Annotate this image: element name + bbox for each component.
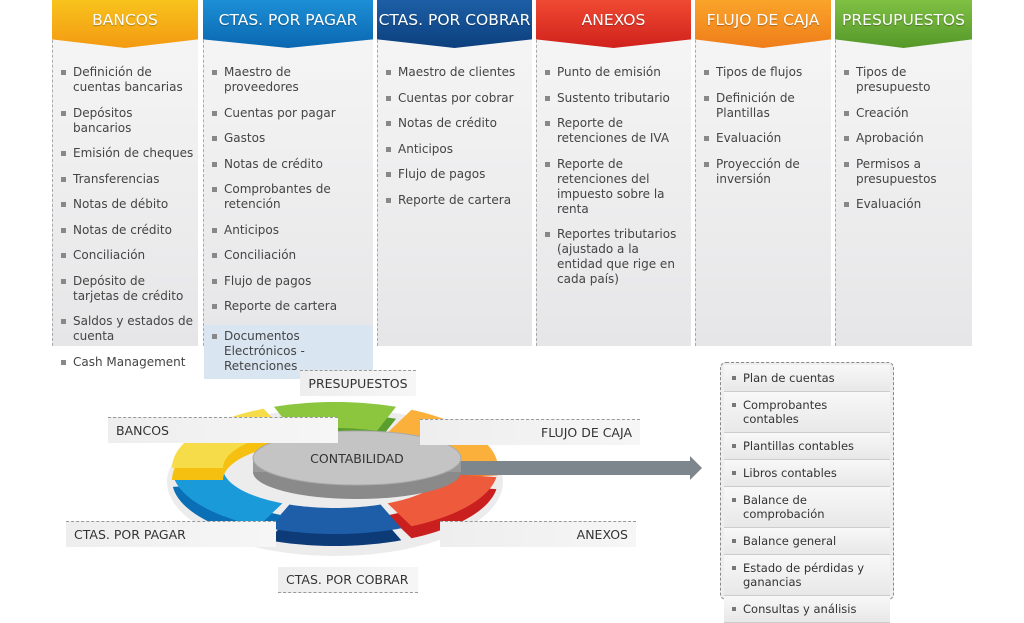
list-item: Flujo de pagos (384, 167, 528, 182)
contabilidad-item: Balance de comprobación (724, 487, 890, 528)
list-item: Aprobación (842, 131, 968, 146)
list-item: Depósito de tarjetas de crédito (59, 274, 194, 304)
center-label: CONTABILIDAD (310, 451, 404, 466)
list-item: Tipos de presupuesto (842, 65, 968, 95)
label-flujo-de-caja: FLUJO DE CAJA (420, 419, 640, 445)
label-bancos: BANCOS (108, 417, 338, 443)
segment-ctas-por-pagar (172, 472, 283, 527)
list-item: Cuentas por cobrar (384, 91, 528, 106)
list-item: Permisos a presupuestos (842, 157, 968, 187)
column-header: CTAS. POR PAGAR (203, 0, 373, 48)
list-item: Punto de emisión (543, 65, 687, 80)
contabilidad-item: Plan de cuentas (724, 365, 890, 392)
column-header: CTAS. POR COBRAR (377, 0, 532, 48)
list-item: Sustento tributario (543, 91, 687, 106)
list-item: Maestro de clientes (384, 65, 528, 80)
column-header: BANCOS (52, 0, 198, 48)
arrow-icon (440, 456, 702, 480)
contabilidad-item: Estado de pérdidas y ganancias (724, 555, 890, 596)
column-header: PRESUPUESTOS (835, 0, 972, 48)
list-item: Flujo de pagos (210, 274, 369, 289)
column-header: FLUJO DE CAJA (695, 0, 831, 48)
list-item: Definición de Plantillas (702, 91, 827, 121)
list-item: Notas de crédito (59, 223, 194, 238)
contabilidad-item: Consultas y análisis (724, 596, 890, 623)
list-item: Conciliación (210, 248, 369, 263)
contabilidad-item: Balance general (724, 528, 890, 555)
list-item: Gastos (210, 131, 369, 146)
label-ctas-por-pagar: CTAS. POR PAGAR (66, 521, 276, 547)
list-item: Reporte de retenciones del impuesto sobr… (543, 157, 687, 217)
list-item: Evaluación (702, 131, 827, 146)
label-anexos: ANEXOS (440, 521, 636, 547)
list-item: Notas de crédito (384, 116, 528, 131)
list-item: Maestro de proveedores (210, 65, 369, 95)
list-item: Cash Management (59, 355, 194, 370)
list-item: Creación (842, 106, 968, 121)
list-item: Notas de crédito (210, 157, 369, 172)
list-item: Notas de débito (59, 197, 194, 212)
list-item: Definición de cuentas bancarias (59, 65, 194, 95)
label-presupuestos: PRESUPUESTOS (300, 370, 416, 396)
list-item: Anticipos (210, 223, 369, 238)
center-disk (252, 430, 462, 486)
list-item: Depósitos bancarios (59, 106, 194, 136)
list-item: Conciliación (59, 248, 194, 263)
list-item: Cuentas por pagar (210, 106, 369, 121)
list-item: Documentos Electrónicos - Retenciones (204, 324, 373, 379)
list-item: Saldos y estados de cuenta (59, 314, 194, 344)
list-item: Reportes tributarios (ajustado a la enti… (543, 227, 687, 287)
list-item: Evaluación (842, 197, 968, 212)
list-item: Proyección de inversión (702, 157, 827, 187)
list-item: Comprobantes de retención (210, 182, 369, 212)
list-item: Emisión de cheques (59, 146, 194, 161)
list-item: Anticipos (384, 142, 528, 157)
list-item: Transferencias (59, 172, 194, 187)
list-item: Reporte de cartera (210, 299, 369, 314)
contabilidad-item: Comprobantes contables (724, 392, 890, 433)
contabilidad-item: Libros contables (724, 460, 890, 487)
segment-ctas-por-cobrar (268, 504, 402, 534)
list-item: Reporte de cartera (384, 193, 528, 208)
segment-anexos (387, 473, 497, 527)
label-ctas-por-cobrar: CTAS. POR COBRAR (278, 567, 418, 593)
column-header: ANEXOS (536, 0, 691, 48)
list-item: Reporte de retenciones de IVA (543, 116, 687, 146)
contabilidad-item: Plantillas contables (724, 433, 890, 460)
list-item: Tipos de flujos (702, 65, 827, 80)
